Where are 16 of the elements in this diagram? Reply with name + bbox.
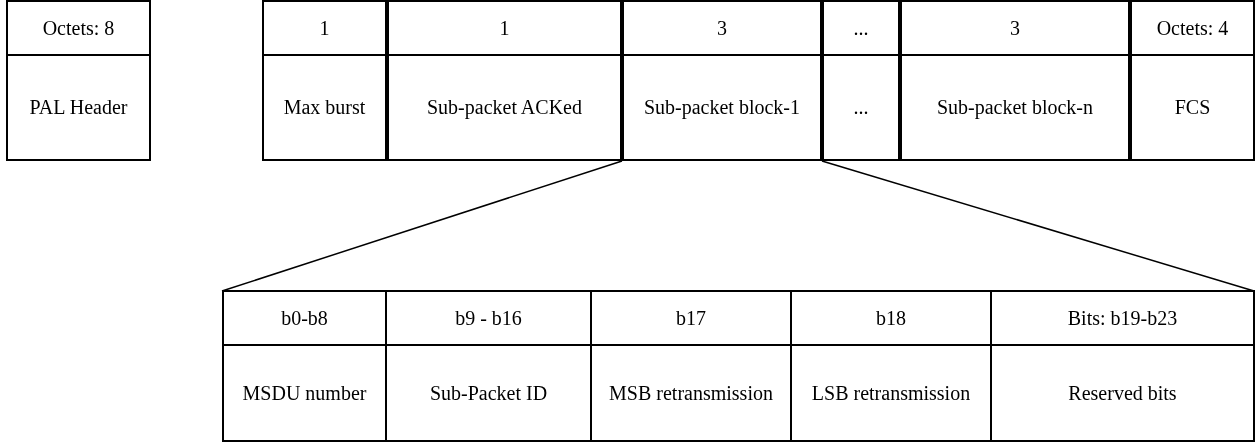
size-cell: 1: [262, 0, 387, 56]
size-cell: Octets: 8: [6, 0, 151, 56]
expansion-line: [221, 160, 623, 292]
field-cell: Sub-packet block-1: [622, 54, 822, 161]
field-cell: Max burst: [262, 54, 387, 161]
size-cell: 3: [900, 0, 1130, 56]
field-cell: ...: [822, 54, 900, 161]
size-cell: 1: [387, 0, 622, 56]
size-cell: 3: [622, 0, 822, 56]
expansion-line: [821, 160, 1255, 292]
size-cell: Octets: 4: [1130, 0, 1255, 56]
field-cell: FCS: [1130, 54, 1255, 161]
field-cell: Sub-packet ACKed: [387, 54, 622, 161]
field-cell: Sub-packet block-n: [900, 54, 1130, 161]
field-cell: PAL Header: [6, 54, 151, 161]
size-cell: ...: [822, 0, 900, 56]
